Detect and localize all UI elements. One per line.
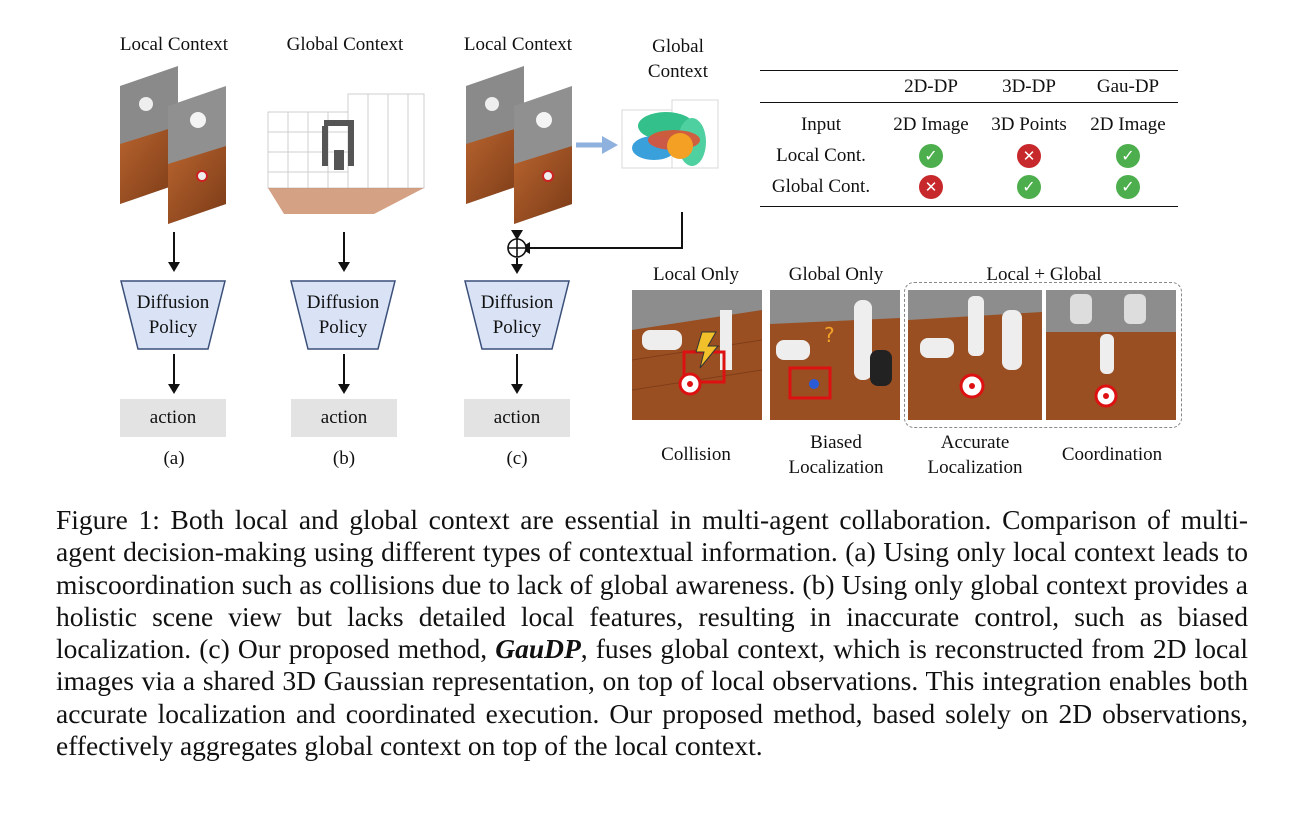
subfig-b-label: (b) xyxy=(332,448,356,469)
diffusion-policy-b-label: Diffusion Policy xyxy=(290,290,396,340)
fusion-connector xyxy=(507,212,683,258)
check-icon: ✓ xyxy=(919,143,943,168)
diffusion-line1: Diffusion xyxy=(480,292,554,313)
diffusion-policy-a-label: Diffusion Policy xyxy=(120,290,226,340)
panel-a-title: Local Context xyxy=(119,34,229,55)
scene-photo-coordination xyxy=(1046,290,1176,420)
check-icon: ✓ xyxy=(1116,174,1140,199)
table-header-cell xyxy=(760,71,882,103)
panel-c-local-images xyxy=(466,66,572,224)
subfig-c-label: (c) xyxy=(506,448,528,469)
check-icon: ✓ xyxy=(1116,143,1140,168)
arrow-c-pre xyxy=(511,230,523,240)
diffusion-line2: Policy xyxy=(492,317,542,338)
local-global-frame xyxy=(904,282,1182,428)
table-cell: 2D Image xyxy=(893,113,969,135)
scene-label-accurate: Accurate Localization xyxy=(910,430,1040,480)
global-context-line2: Context xyxy=(647,61,709,82)
scene-photo-collision xyxy=(632,290,762,420)
diffusion-policy-b: Diffusion Policy xyxy=(290,280,396,350)
row-label: Local Cont. xyxy=(776,144,866,166)
table-row: Input 2D Image 3D Points 2D Image xyxy=(760,103,1178,141)
scene-photo-biased: ? xyxy=(770,290,900,420)
caption-method-name: GauDP xyxy=(495,633,581,665)
table-cell: ✓ xyxy=(1078,140,1178,171)
trapezoid-shape xyxy=(120,280,226,350)
gaussian-representation xyxy=(621,99,719,169)
table-cell: ✓ xyxy=(882,140,980,171)
action-box-b: action xyxy=(291,399,397,437)
scene-label-line1: Biased xyxy=(810,432,862,453)
trapezoid-shape xyxy=(464,280,570,350)
scene-title-local-global: Local + Global xyxy=(986,264,1102,285)
table-cell: 3D Points xyxy=(991,113,1067,135)
table-header-cell: 3D-DP xyxy=(1002,75,1056,97)
arrow-b-top xyxy=(338,232,350,272)
subfig-a-label: (a) xyxy=(163,448,185,469)
scene-label-coordination: Coordination xyxy=(1061,444,1163,465)
trapezoid-shape xyxy=(290,280,396,350)
arrow-b-bottom xyxy=(338,354,350,394)
arrow-c-top xyxy=(511,258,523,274)
table-row: Local Cont. ✓ ✕ ✓ xyxy=(760,140,1178,171)
row-label: Input xyxy=(800,113,842,135)
global-context-line1: Global xyxy=(652,36,704,57)
comparison-table: 2D-DP 3D-DP Gau-DP Input 2D Image 3D Poi… xyxy=(760,70,1178,207)
diffusion-policy-a: Diffusion Policy xyxy=(120,280,226,350)
caption-suffix: , fuses global context, which is reconst… xyxy=(56,633,1248,762)
check-icon: ✓ xyxy=(1017,174,1041,199)
figure-caption: Figure 1: Both local and global context … xyxy=(56,504,1248,762)
table-cell: ✓ xyxy=(980,171,1078,207)
table-row: Global Cont. ✕ ✓ ✓ xyxy=(760,171,1178,207)
diffusion-line1: Diffusion xyxy=(306,292,380,313)
diffusion-policy-c: Diffusion Policy xyxy=(464,280,570,350)
diffusion-line2: Policy xyxy=(148,317,198,338)
scene-photo-accurate xyxy=(908,290,1042,420)
arrow-a-bottom xyxy=(168,354,180,394)
scene-title-global-only: Global Only xyxy=(788,264,884,285)
scene-label-collision: Collision xyxy=(661,444,731,465)
diffusion-line1: Diffusion xyxy=(136,292,210,313)
diffusion-policy-c-label: Diffusion Policy xyxy=(464,290,570,340)
cross-icon: ✕ xyxy=(1017,143,1041,168)
panel-b-title: Global Context xyxy=(286,34,404,55)
arrow-c-bottom xyxy=(511,354,523,394)
action-box-a: action xyxy=(120,399,226,437)
scene-label-line1: Accurate xyxy=(940,432,1010,453)
table-header-row: 2D-DP 3D-DP Gau-DP xyxy=(760,70,1178,103)
table-cell: ✓ xyxy=(1078,171,1178,207)
global-context-top-title: Global Context xyxy=(628,34,728,84)
panel-a-local-images xyxy=(120,66,226,224)
svg-text:?: ? xyxy=(824,323,835,347)
table-cell: ✕ xyxy=(980,140,1078,171)
scene-title-local-only: Local Only xyxy=(652,264,739,285)
row-label: Global Cont. xyxy=(771,175,871,197)
table-header-cell: 2D-DP xyxy=(904,75,958,97)
action-box-c: action xyxy=(464,399,570,437)
caption-prefix: Figure 1: Both local and global context … xyxy=(56,504,1248,665)
scene-label-biased: Biased Localization xyxy=(772,430,900,480)
scene-label-line2: Localization xyxy=(788,457,884,478)
scene-label-line2: Localization xyxy=(927,457,1023,478)
panel-b-point-cloud xyxy=(267,93,425,214)
blue-arrow xyxy=(576,136,618,154)
diffusion-line2: Policy xyxy=(318,317,368,338)
arrow-a-top xyxy=(168,232,180,272)
table-header-cell: Gau-DP xyxy=(1096,75,1160,97)
panel-c-title: Local Context xyxy=(463,34,573,55)
cross-icon: ✕ xyxy=(919,174,943,199)
table-cell: ✕ xyxy=(882,171,980,207)
table-cell: 2D Image xyxy=(1090,113,1166,135)
